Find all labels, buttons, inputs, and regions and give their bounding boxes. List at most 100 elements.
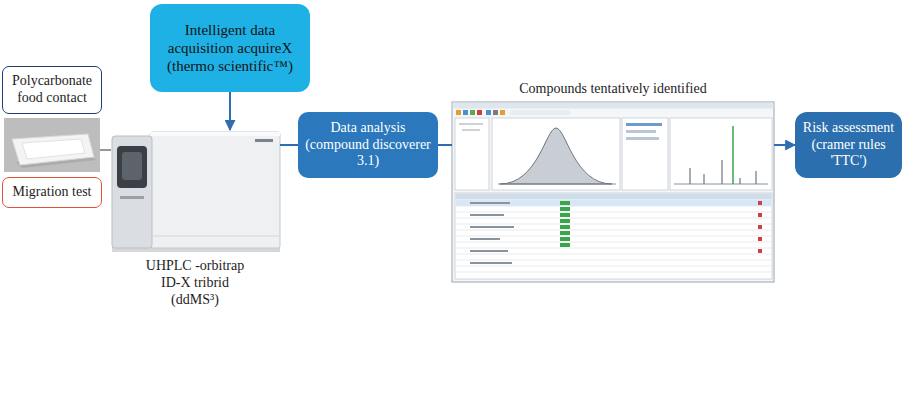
list-panel xyxy=(622,118,668,190)
table-cell xyxy=(470,226,514,228)
connector xyxy=(229,92,231,130)
node-text: Risk assessment (cramer rules 'TTC') xyxy=(800,120,897,170)
process-box: Risk assessment (cramer rules 'TTC') xyxy=(795,112,902,178)
process-box: Intelligent data acquisition acquireX (t… xyxy=(150,4,310,92)
label-box: Migration test xyxy=(2,177,102,208)
table-cell xyxy=(470,250,508,252)
status-cell xyxy=(560,231,570,235)
flag-cell xyxy=(758,201,762,205)
process-box: Data analysis (compound discoverer 3.1) xyxy=(298,112,438,178)
instrument-source xyxy=(122,152,142,180)
tool-icon xyxy=(493,110,498,115)
tool-icon xyxy=(470,110,475,115)
label-box: Polycarbonate food contact xyxy=(2,66,102,114)
table-row xyxy=(456,260,771,261)
table-cells xyxy=(470,202,514,264)
table-row xyxy=(456,224,771,225)
spectrum-sticks xyxy=(690,160,756,184)
chromatogram-panel xyxy=(492,118,620,190)
tool-icon xyxy=(463,110,468,115)
spectrum-stick xyxy=(739,178,740,184)
selected-row xyxy=(456,200,771,206)
dish-well xyxy=(22,139,85,159)
spectrum-stick xyxy=(703,174,704,184)
flag-cell xyxy=(758,225,762,229)
spectrum-peak xyxy=(732,126,734,184)
title-bar xyxy=(453,103,774,109)
sample-line xyxy=(100,149,111,150)
list-row xyxy=(626,123,662,126)
table-row xyxy=(456,218,771,219)
dish-photo xyxy=(4,118,100,172)
tool-icon xyxy=(500,110,505,115)
software-screenshot xyxy=(452,102,774,282)
toolbar xyxy=(456,110,570,115)
instrument-logo xyxy=(255,139,273,142)
spectrum-axis xyxy=(674,184,768,185)
tree-panel xyxy=(455,118,489,190)
screenshot-node: Compounds tentatively identified xyxy=(452,102,774,282)
table-row xyxy=(456,254,771,255)
chromatogram-peak xyxy=(500,128,612,184)
list-row xyxy=(626,130,656,133)
dish-rim xyxy=(12,134,94,165)
table-row xyxy=(456,212,771,213)
status-cells xyxy=(560,201,570,247)
caption-text: Compounds tentatively identified xyxy=(452,81,774,98)
table-cell xyxy=(470,262,512,264)
flag-cell xyxy=(758,213,762,217)
node-text: Migration test xyxy=(8,184,96,201)
status-cell xyxy=(560,225,570,229)
status-cell xyxy=(560,213,570,217)
tree-row xyxy=(459,124,483,125)
photo-ground xyxy=(4,118,100,172)
instrument-top xyxy=(150,132,280,136)
table-row xyxy=(456,230,771,231)
spectrum-stick xyxy=(755,171,756,184)
node-text: Data analysis (compound discoverer 3.1) xyxy=(303,120,433,170)
table-cell xyxy=(470,238,500,240)
instrument-body xyxy=(150,132,280,248)
tool-strip xyxy=(510,110,570,115)
flag-cell xyxy=(758,237,762,241)
spectrum-panel xyxy=(670,118,772,190)
table-row xyxy=(456,242,771,243)
status-cell xyxy=(560,243,570,247)
instrument-trim xyxy=(120,196,144,199)
table-row xyxy=(456,236,771,237)
node-text: Intelligent data acquisition acquireX (t… xyxy=(155,21,305,75)
table-row xyxy=(456,248,771,249)
connector xyxy=(438,144,452,146)
table-header xyxy=(456,194,772,200)
instrument-node: UHPLC -orbitrap ID-X tribrid (ddMS³) xyxy=(110,130,280,252)
spectrum-stick xyxy=(721,160,722,184)
table-row xyxy=(456,272,771,273)
caption-text: UHPLC -orbitrap ID-X tribrid (ddMS³) xyxy=(137,258,253,308)
status-cell xyxy=(560,201,570,205)
tool-icon xyxy=(477,110,482,115)
flag-cells xyxy=(758,201,762,253)
instrument-seam xyxy=(152,236,280,237)
instrument-module xyxy=(112,136,152,248)
connector xyxy=(774,144,795,146)
node-text: Polycarbonate food contact xyxy=(8,73,96,107)
table-cell xyxy=(470,214,504,216)
table-cell xyxy=(470,202,510,204)
connector xyxy=(280,144,298,146)
status-cell xyxy=(560,207,570,211)
tree-row xyxy=(462,130,480,131)
list-row xyxy=(626,137,659,140)
flag-cell xyxy=(758,249,762,253)
window-frame xyxy=(452,102,774,282)
instrument-window xyxy=(117,146,147,188)
table-row xyxy=(456,266,771,267)
spectrum-stick xyxy=(689,168,690,184)
instrument-picture xyxy=(112,132,280,252)
chromatogram-axis xyxy=(498,184,616,185)
table-rows xyxy=(456,206,771,272)
status-cell xyxy=(560,219,570,223)
tool-icon xyxy=(456,110,461,115)
